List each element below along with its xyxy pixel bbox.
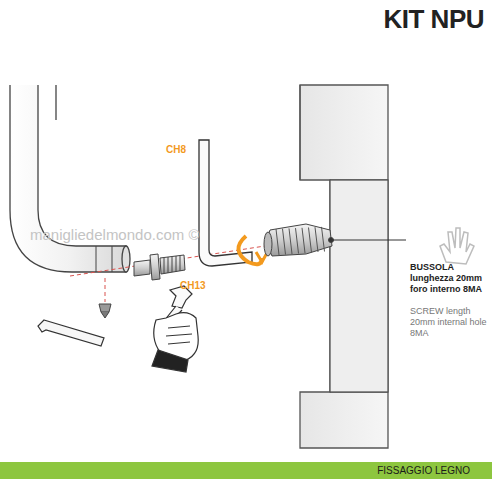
title: KIT NPU xyxy=(384,4,485,35)
rotation-arrow xyxy=(238,236,268,264)
hex-key-ch8 xyxy=(199,140,252,266)
grub-screw xyxy=(99,304,111,318)
small-hex-key xyxy=(38,320,104,346)
thread-stroke xyxy=(322,227,325,252)
tool-size-label: CH13 xyxy=(180,280,206,292)
thread-stroke xyxy=(296,228,299,253)
stud-bolt xyxy=(134,254,185,280)
hand-with-wrench xyxy=(152,286,198,372)
thread-stroke xyxy=(309,228,312,253)
door-frame xyxy=(300,85,388,448)
thread-stroke xyxy=(315,227,318,252)
thread-stroke xyxy=(283,229,286,255)
tool-size-label: CH8 xyxy=(166,144,186,156)
part-note-english: SCREW length 20mm internal hole 8MA xyxy=(410,306,490,338)
leader-line xyxy=(333,240,406,241)
band-text: FISSAGGIO LEGNO xyxy=(8,464,470,477)
thread-stroke xyxy=(276,229,279,255)
door-handle xyxy=(10,85,130,272)
thread-stroke xyxy=(289,228,292,254)
thread-stroke xyxy=(302,228,305,253)
part-note: BUSSOLA lunghezza 20mm foro interno 8MA xyxy=(410,262,490,294)
watermark: manigliedelmondo.com © xyxy=(30,226,199,244)
watermark-hand xyxy=(440,228,474,264)
threaded-bushing xyxy=(264,224,334,256)
footer-band: FISSAGGIO LEGNO xyxy=(0,462,492,479)
